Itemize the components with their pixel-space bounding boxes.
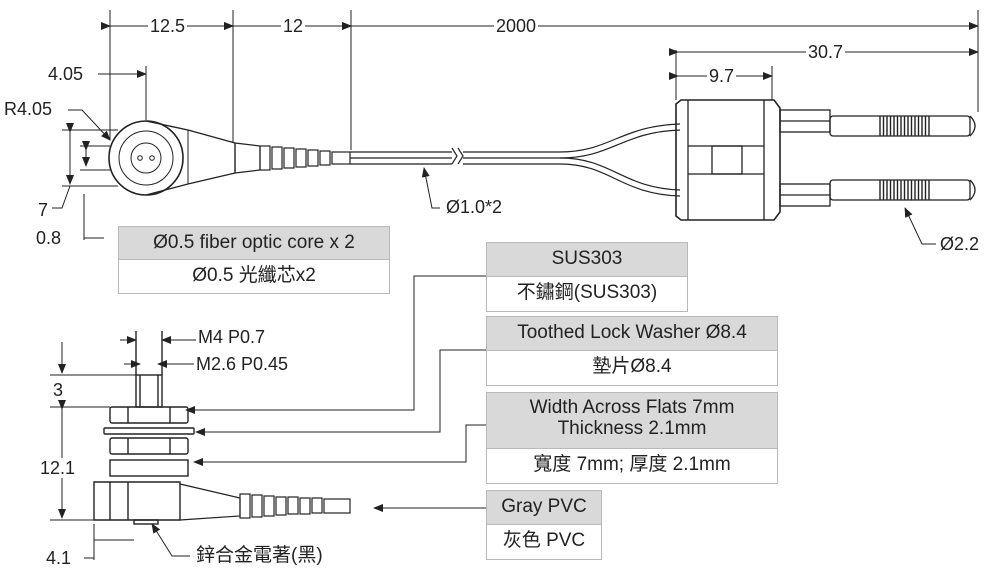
dim-12: 12 bbox=[281, 16, 306, 36]
pvc-box: Gray PVC 灰色 PVC bbox=[486, 490, 602, 560]
dim-0-8: 0.8 bbox=[34, 228, 64, 248]
dim-r4-05: R4.05 bbox=[2, 99, 55, 119]
connector-body bbox=[675, 99, 976, 221]
nut-en-line1: Width Across Flats 7mm bbox=[529, 397, 735, 418]
connector-grip bbox=[879, 116, 930, 200]
fiber-core-box: Ø0.5 fiber optic core x 2 Ø0.5 光纖芯x2 bbox=[118, 226, 390, 294]
washer-en: Toothed Lock Washer Ø8.4 bbox=[487, 317, 777, 351]
pvc-zh: 灰色 PVC bbox=[502, 530, 586, 551]
sensor-head-top-view bbox=[108, 120, 236, 196]
nut-zh: 寬度 7mm; 厚度 2.1mm bbox=[533, 454, 731, 475]
dim-3: 3 bbox=[51, 380, 66, 400]
material-box: SUS303 不鏽鋼(SUS303) bbox=[486, 242, 688, 312]
nut-en-line2: Thickness 2.1mm bbox=[557, 418, 707, 439]
washer-box: Toothed Lock Washer Ø8.4 墊片Ø8.4 bbox=[486, 316, 778, 386]
washer-zh: 墊片Ø8.4 bbox=[592, 356, 672, 377]
strain-relief-top bbox=[234, 142, 351, 174]
dim-9-7: 9.7 bbox=[707, 66, 737, 86]
material-en: SUS303 bbox=[487, 243, 687, 277]
dim-30-7: 30.7 bbox=[806, 42, 846, 62]
fiber-core-en: Ø0.5 fiber optic core x 2 bbox=[119, 227, 389, 260]
zinc-alloy-label: 鋅合金電著(黑) bbox=[196, 545, 323, 566]
fiber-core-zh: Ø0.5 光纖芯x2 bbox=[192, 265, 316, 286]
dim-2000: 2000 bbox=[494, 16, 539, 36]
dim-m4: M4 P0.7 bbox=[196, 327, 268, 347]
sensor-head-side-view bbox=[93, 331, 195, 525]
dim-12-5: 12.5 bbox=[148, 16, 188, 36]
pvc-en: Gray PVC bbox=[487, 491, 601, 525]
cable-top bbox=[350, 123, 681, 197]
dim-phi2-2: Ø2.2 bbox=[938, 234, 982, 254]
dim-4-1: 4.1 bbox=[44, 548, 74, 568]
nut-box: Width Across Flats 7mm Thickness 2.1mm 寬… bbox=[486, 392, 778, 484]
dim-phi1-0x2: Ø1.0*2 bbox=[444, 197, 505, 217]
dim-m2-6: M2.6 P0.45 bbox=[194, 354, 291, 374]
strain-relief-side bbox=[179, 483, 351, 521]
dim-4-05: 4.05 bbox=[46, 64, 86, 84]
dim-12-1: 12.1 bbox=[38, 458, 78, 478]
dim-7: 7 bbox=[36, 200, 51, 220]
material-zh: 不鏽鋼(SUS303) bbox=[516, 282, 658, 303]
nut-en: Width Across Flats 7mm Thickness 2.1mm bbox=[487, 393, 777, 449]
